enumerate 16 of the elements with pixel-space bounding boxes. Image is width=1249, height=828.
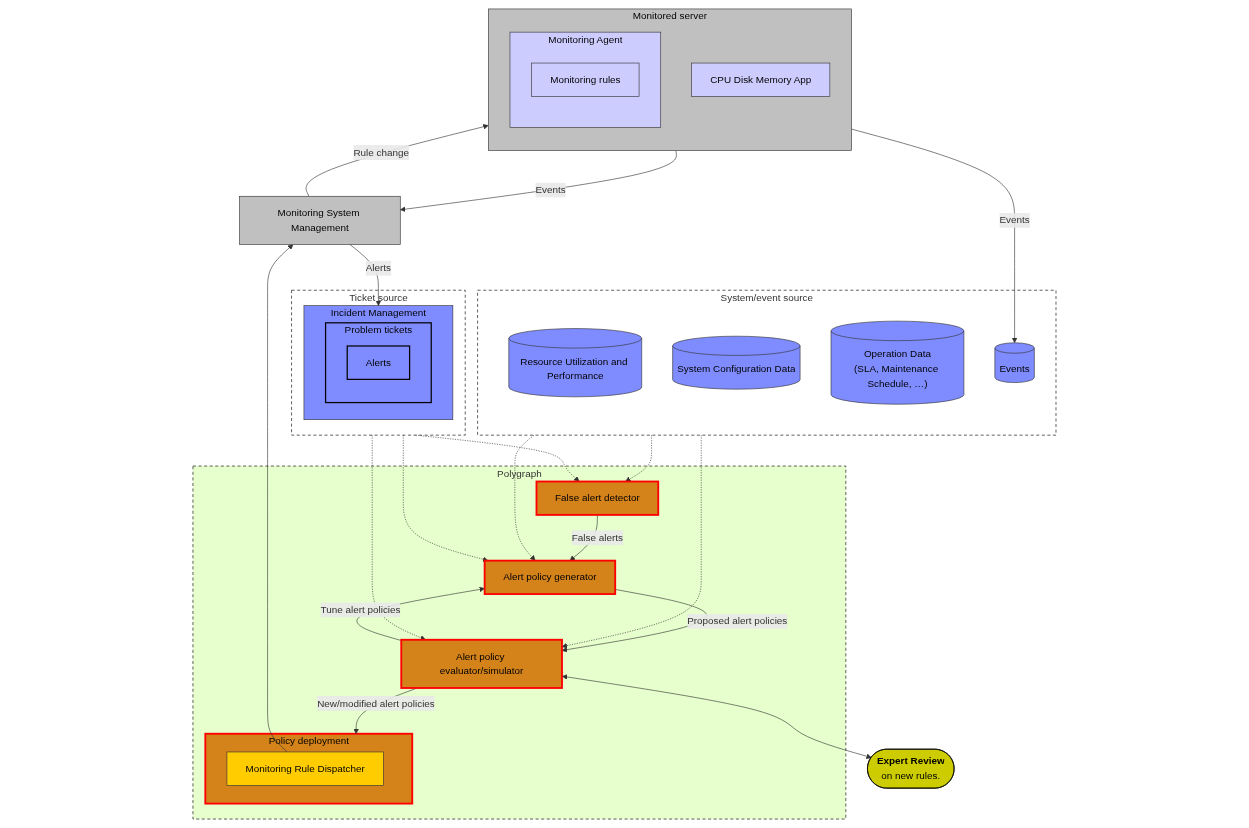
- edge-label: Proposed alert policies: [687, 615, 788, 627]
- edge-label: Tune alert policies: [320, 604, 401, 615]
- node-box: Monitoring Rule Dispatcher: [226, 751, 384, 786]
- node-box: Monitoring System Management: [239, 195, 401, 245]
- node-box: Alerts: [346, 345, 411, 380]
- edge-label: New/modified alert policies: [317, 697, 435, 709]
- edge-label: Alerts: [365, 262, 392, 274]
- node-box: Alert policy evaluator/simulator: [400, 638, 563, 689]
- edge-label: Events: [535, 184, 566, 196]
- edge-label: Rule change: [353, 146, 410, 158]
- node-box: Alert policy generator: [483, 559, 617, 595]
- edge-label: Events: [999, 214, 1030, 226]
- node-box: CPU Disk Memory App: [691, 62, 831, 97]
- edge-label: False alerts: [571, 532, 623, 543]
- node-box: False alert detector: [535, 480, 660, 516]
- node-box: Monitoring rules: [531, 62, 640, 97]
